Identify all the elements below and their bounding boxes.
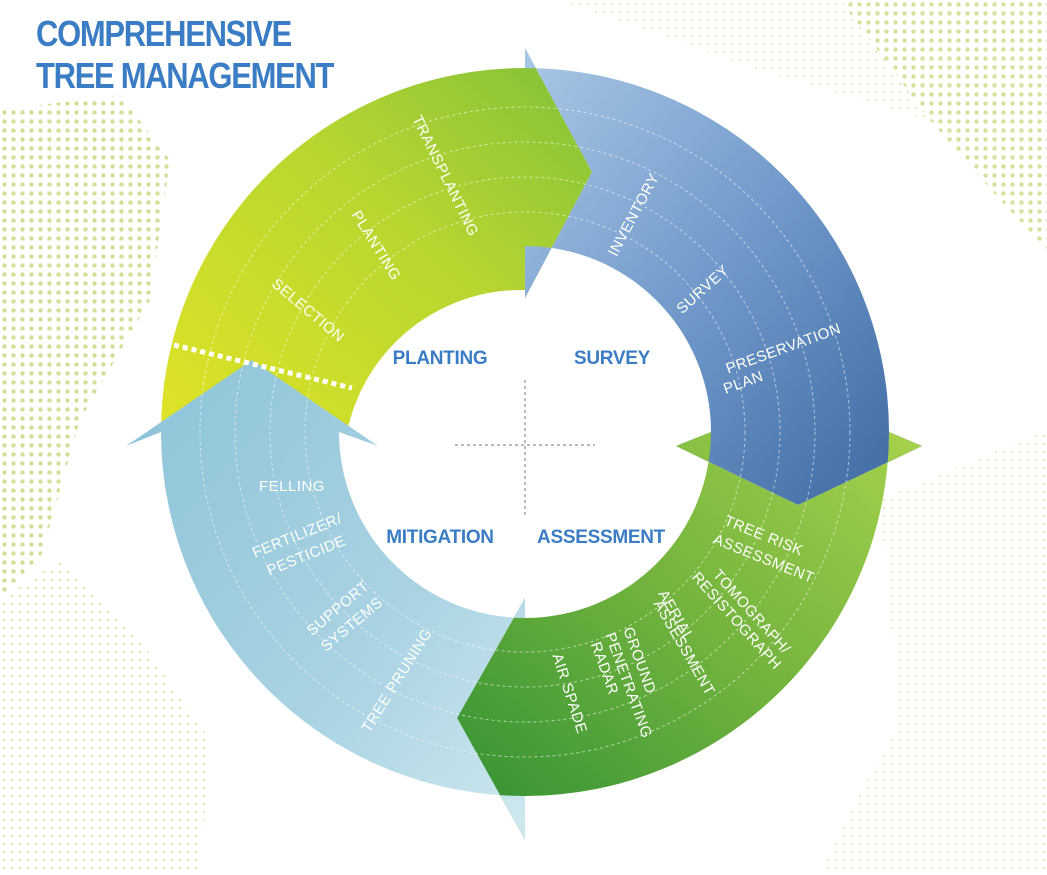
center-crosshair bbox=[455, 380, 595, 515]
planting-divider bbox=[173, 342, 353, 391]
title-line-2: TREE MANAGEMENT bbox=[36, 55, 334, 96]
survey-segment bbox=[525, 48, 922, 505]
phase-label-survey: SURVEY bbox=[574, 348, 651, 369]
assessment-segment bbox=[457, 432, 922, 840]
mitigation-segment bbox=[126, 360, 525, 840]
step-felling: FELLING bbox=[259, 478, 325, 495]
phase-label-mitigation: MITIGATION bbox=[386, 527, 493, 548]
title-line-1: COMPREHENSIVE bbox=[36, 13, 292, 54]
planting-segment bbox=[161, 48, 592, 432]
phase-label-assessment: ASSESSMENT bbox=[537, 527, 666, 548]
ring-guides bbox=[199, 106, 851, 758]
phase-label-planting: PLANTING bbox=[393, 348, 488, 369]
